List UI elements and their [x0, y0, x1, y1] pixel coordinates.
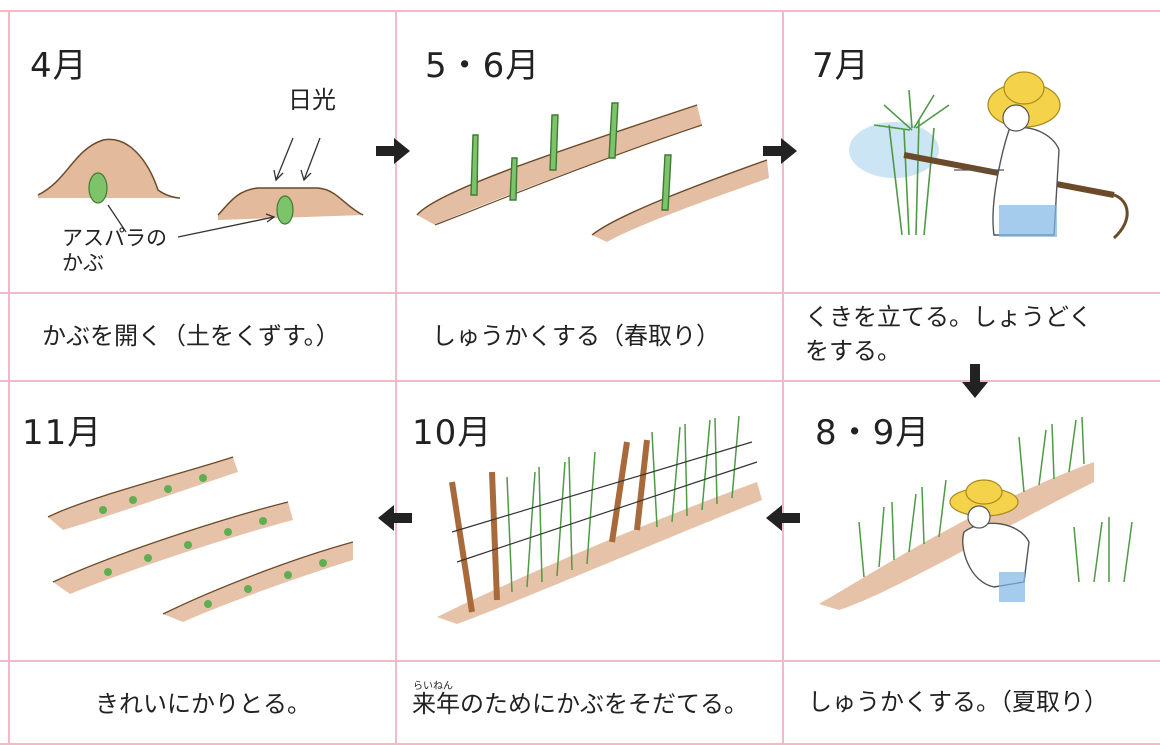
grid-line [782, 10, 784, 745]
arrow-right-icon [376, 138, 410, 164]
november-illustration [47, 456, 354, 622]
grid-line [0, 743, 1160, 745]
month-label-october: 10月 [412, 413, 493, 453]
crown-label-line2: かぶ [62, 251, 104, 275]
month-label-november: 11月 [22, 413, 103, 453]
aug-sep-illustration [819, 416, 1133, 610]
grid-line [0, 380, 1160, 382]
grid-line [0, 660, 1160, 662]
april-illustration [37, 137, 364, 238]
grid-line [0, 10, 1160, 12]
may-june-illustration [416, 102, 769, 242]
month-label-may-june: 5・6月 [425, 46, 541, 86]
arrow-down-icon [962, 364, 988, 398]
arrow-left-icon [766, 505, 800, 531]
arrow-right-icon [763, 138, 797, 164]
sunlight-label: 日光 [288, 86, 336, 114]
caption-aug-sep: しゅうかくする。（夏取り） [808, 688, 1108, 716]
caption-april: かぶを開く（土をくずす。） [42, 322, 340, 350]
grid-line [8, 10, 10, 745]
caption-july-line2: をする。 [805, 337, 901, 365]
july-illustration [849, 71, 1129, 240]
caption-may-june: しゅうかくする（春取り） [432, 322, 720, 350]
october-illustration [437, 415, 762, 624]
grid-line [0, 292, 1160, 294]
arrow-left-icon [378, 505, 412, 531]
month-label-april: 4月 [30, 46, 88, 86]
caption-november: きれいにかりとる。 [95, 690, 311, 718]
crown-label-line1: アスパラの [62, 226, 167, 250]
month-label-aug-sep: 8・9月 [815, 413, 931, 453]
caption-october: 来年のためにかぶをそだてる。 [412, 690, 748, 718]
month-label-july: 7月 [812, 46, 870, 86]
caption-july-line1: くきを立てる。しょうどく [805, 303, 1093, 331]
furigana-rainen: らいねん [413, 681, 453, 692]
grid-line [395, 10, 397, 745]
